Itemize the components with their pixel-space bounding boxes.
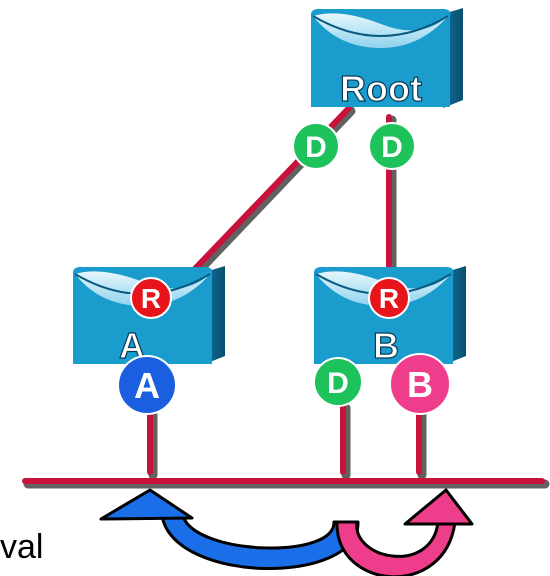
caption-fragment: val <box>0 528 43 566</box>
root-switch-label: Root <box>340 68 422 109</box>
port-badge-root-right: D <box>368 122 416 170</box>
backup-port-badge-b: B <box>389 353 451 415</box>
blue-curved-arrow <box>99 488 360 570</box>
pink-curved-arrow <box>335 488 474 576</box>
svg-text:B: B <box>407 364 433 405</box>
root-port-badge-a: R <box>130 277 172 319</box>
root-port-badge-b: R <box>368 277 410 319</box>
svg-text:D: D <box>305 131 327 164</box>
alternate-port-badge-a: A <box>117 355 177 415</box>
port-badge-root-left: D <box>292 122 340 170</box>
switch-b-label: B <box>373 325 399 366</box>
svg-text:D: D <box>381 131 403 164</box>
root-switch: Root <box>310 8 463 110</box>
svg-text:R: R <box>379 283 399 314</box>
svg-text:R: R <box>141 283 161 314</box>
svg-text:D: D <box>327 367 349 400</box>
svg-text:A: A <box>134 365 160 406</box>
port-badge-b-left: D <box>313 357 363 407</box>
